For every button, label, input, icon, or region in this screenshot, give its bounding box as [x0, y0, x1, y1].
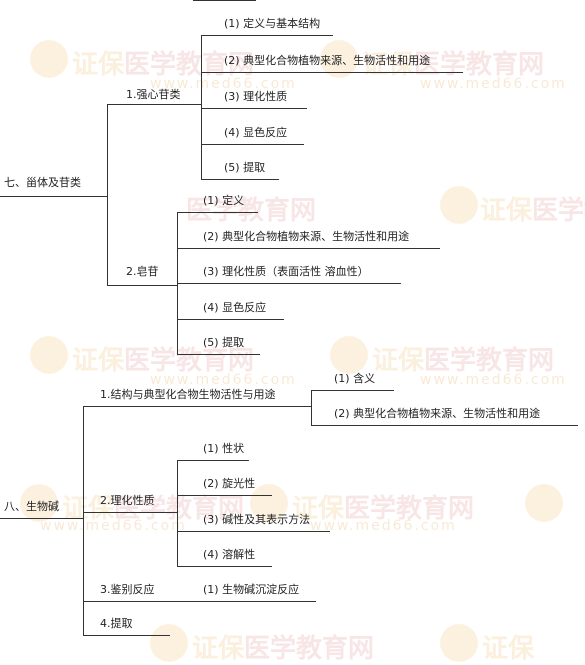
cardiac-glycosides-label: 1.强心苷类 — [126, 88, 181, 101]
cardiac-item-2: (2) 典型化合物植物来源、生物活性和用途 — [224, 54, 431, 67]
identify-item-1: (1) 生物碱沉淀反应 — [203, 583, 300, 596]
saponin-item-4: (4) 显色反应 — [203, 301, 267, 314]
alkaloid-identification-label: 3.鉴别反应 — [100, 583, 155, 596]
section-8-label: 八、生物碱 — [4, 500, 59, 513]
saponin-item-3: (3) 理化性质（表面活性 溶血性） — [203, 265, 369, 278]
physchem-item-1: (1) 性状 — [203, 442, 245, 455]
physchem-item-3: (3) 碱性及其表示方法 — [203, 513, 311, 526]
cardiac-item-5: (5) 提取 — [224, 161, 266, 174]
physchem-item-4: (4) 溶解性 — [203, 548, 256, 561]
structure-item-2: (2) 典型化合物植物来源、生物活性和用途 — [334, 407, 541, 420]
alkaloid-extraction-label: 4.提取 — [100, 617, 133, 630]
physchem-item-2: (2) 旋光性 — [203, 477, 256, 490]
cardiac-item-3: (3) 理化性质 — [224, 90, 288, 103]
saponins-label: 2.皂苷 — [126, 265, 159, 278]
alkaloid-physchem-label: 2.理化性质 — [100, 494, 155, 507]
saponin-item-2: (2) 典型化合物植物来源、生物活性和用途 — [203, 230, 410, 243]
saponin-item-5: (5) 提取 — [203, 336, 245, 349]
alkaloid-structure-label: 1.结构与典型化合物生物活性与用途 — [100, 388, 276, 401]
cardiac-item-1: (1) 定义与基本结构 — [224, 17, 321, 30]
section-7-label: 七、甾体及苷类 — [4, 176, 81, 189]
saponin-item-1: (1) 定义 — [203, 194, 245, 207]
cardiac-item-4: (4) 显色反应 — [224, 126, 288, 139]
structure-item-1: (1) 含义 — [334, 372, 376, 385]
